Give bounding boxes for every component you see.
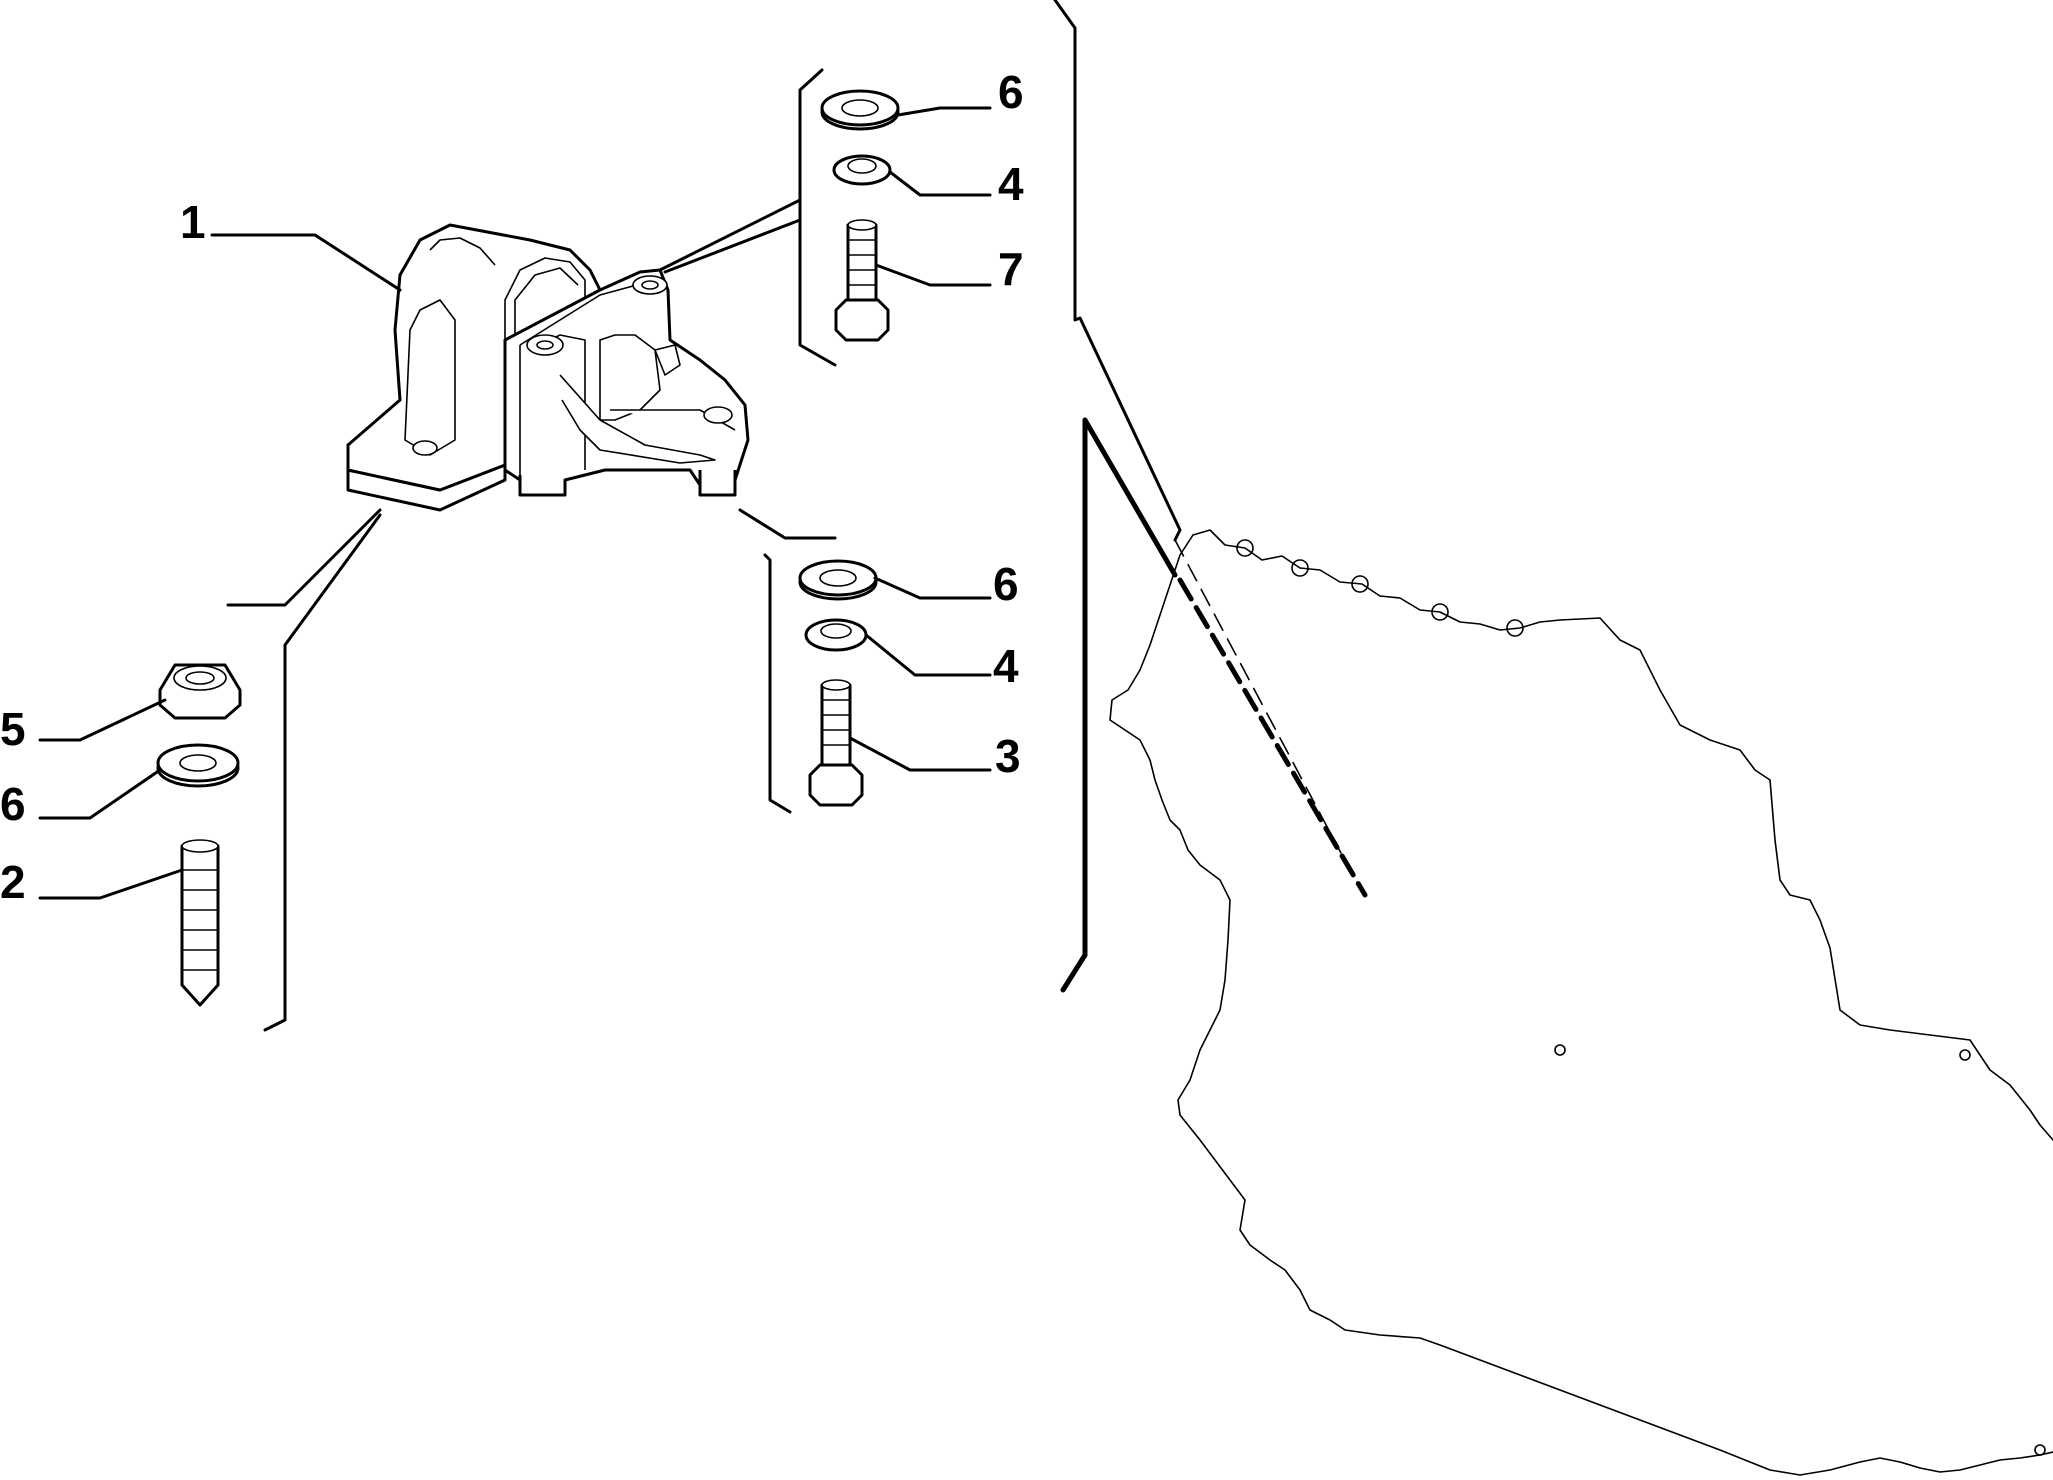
callout-2: 2 [0,856,26,908]
callout-7: 7 [998,243,1024,295]
callout-4-lower: 4 [993,640,1019,692]
callout-6-top: 6 [998,66,1024,118]
assembly-guide-lines [226,0,1368,1032]
stud-left [180,839,220,1007]
callout-6-lower: 6 [993,558,1019,610]
callout-4-top: 4 [998,158,1024,210]
callout-labels: 1 6 4 7 6 4 3 5 6 2 [0,66,1024,908]
washer-top-right [820,89,900,131]
callout-5: 5 [0,703,26,755]
engine-mount-bracket [346,223,750,512]
washer-lower-right [798,559,878,601]
callout-3: 3 [995,730,1021,782]
engine-block-outline [1109,529,2053,1476]
callout-6-left: 6 [0,778,26,830]
spring-washer-lower-right [804,618,868,652]
callout-1: 1 [180,196,206,248]
bolt-top-right [834,219,890,342]
nut-left [158,663,242,720]
bolt-lower-right [808,679,864,807]
callout-leaders [38,106,992,900]
spring-washer-top-right [832,154,892,186]
washer-left [156,743,240,788]
